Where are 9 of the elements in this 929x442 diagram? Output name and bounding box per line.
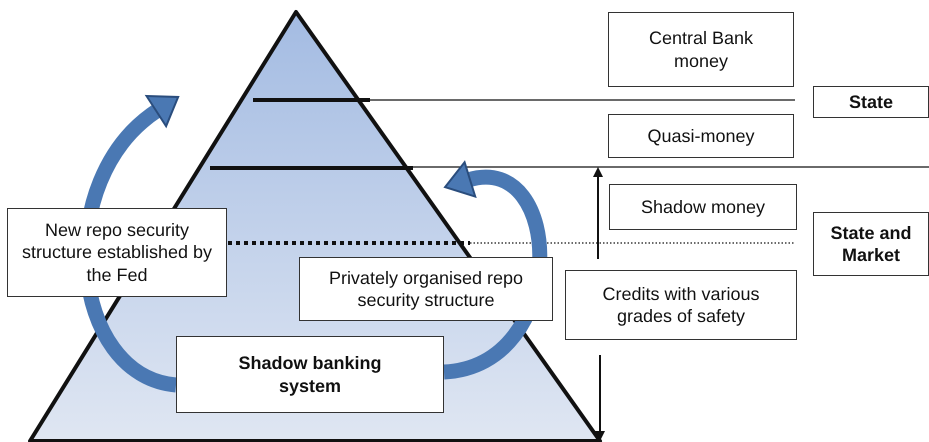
label-box: Shadow money xyxy=(609,184,797,230)
label-box: Quasi-money xyxy=(608,114,794,158)
label-box: New repo security structure established by the Fed xyxy=(7,208,227,297)
label-box: Credits with various grades of safety xyxy=(565,270,797,340)
label-box: Shadow banking system xyxy=(176,336,444,413)
label-box: State xyxy=(813,86,929,118)
label-box: Privately organised repo security structure xyxy=(299,257,553,321)
label-box: Central Bank money xyxy=(608,12,794,87)
label-box: State and Market xyxy=(813,212,929,276)
